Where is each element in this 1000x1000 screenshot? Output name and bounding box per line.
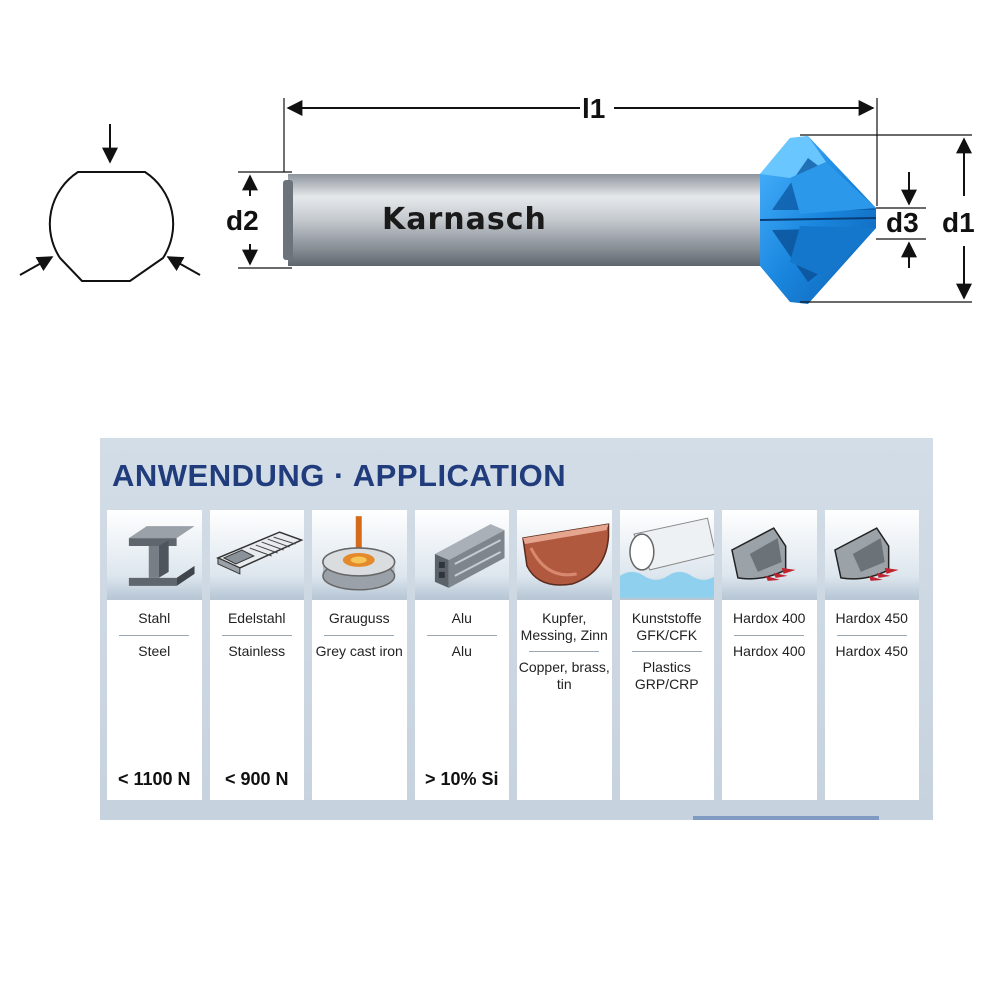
material-column-copper: Kupfer, Messing, Zinn Copper, brass, tin <box>517 510 612 800</box>
material-name-de: Hardox 450 <box>835 610 908 626</box>
material-name-de: Grauguss <box>328 610 390 626</box>
material-column-steel: Stahl Steel < 1100 N <box>107 510 202 800</box>
panel-accent-strip <box>693 816 879 820</box>
stainless-sink-icon <box>209 510 304 600</box>
material-limit: < 1100 N <box>117 769 191 789</box>
dim-label-l1: l1 <box>582 93 605 124</box>
countersink-technical-drawing: Karnasch l1 d2 d3 d <box>19 93 975 304</box>
material-name-de: Kunststoffe GFK/CFK <box>631 610 702 643</box>
material-name-en: Steel <box>138 643 171 659</box>
material-name-en: Plastics GRP/CRP <box>634 659 699 692</box>
material-name-en: Copper, brass, tin <box>518 659 610 692</box>
material-name-de: Kupfer, Messing, Zinn <box>520 610 608 643</box>
dimension-d3: d3 <box>876 172 926 268</box>
material-name-en: Hardox 400 <box>733 643 806 659</box>
steel-beam-icon <box>107 510 202 600</box>
material-columns: Stahl Steel < 1100 N Edelstahl <box>107 510 927 800</box>
material-name-de: Stahl <box>138 610 171 626</box>
dimension-d1: d1 <box>800 134 975 303</box>
excavator-bucket-icon <box>722 510 817 600</box>
dimension-d2: d2 <box>226 171 292 269</box>
countersink-head <box>759 136 877 304</box>
material-name-de: Hardox 400 <box>733 610 806 626</box>
material-name-en: Alu <box>451 643 472 659</box>
material-name-de: Edelstahl <box>227 610 286 626</box>
dimension-l1: l1 <box>283 93 878 206</box>
application-panel: ANWENDUNG · APPLICATION Stahl Steel < 11… <box>100 438 933 820</box>
dim-label-d2: d2 <box>226 205 259 236</box>
material-limit: < 900 N <box>224 769 289 789</box>
dim-label-d1: d1 <box>942 207 975 238</box>
material-name-en: Stainless <box>228 643 286 659</box>
material-column-stainless: Edelstahl Stainless < 900 N <box>209 510 304 800</box>
aluminium-profile-icon <box>414 510 509 600</box>
material-column-hardox-450: Hardox 450 Hardox 450 <box>824 510 919 800</box>
material-column-alu: Alu Alu > 10% Si <box>414 510 509 800</box>
dim-label-d3: d3 <box>886 207 919 238</box>
excavator-bucket-icon <box>824 510 919 600</box>
plastic-pipe-icon <box>619 510 714 600</box>
brand-logo: Karnasch <box>382 202 547 237</box>
material-name-de: Alu <box>451 610 472 626</box>
material-column-hardox-400: Hardox 400 Hardox 400 <box>722 510 817 800</box>
shank-cross-section <box>19 124 201 282</box>
material-name-en: Hardox 450 <box>835 643 908 659</box>
material-column-grey-cast-iron: Grauguss Grey cast iron <box>312 510 407 800</box>
tool-shank: Karnasch <box>283 174 760 266</box>
application-title: ANWENDUNG · APPLICATION <box>112 458 567 493</box>
copper-gutter-icon <box>517 510 612 600</box>
material-column-plastics: Kunststoffe GFK/CFK Plastics GRP/CRP <box>619 510 714 800</box>
cast-iron-icon <box>312 510 407 600</box>
material-limit: > 10% Si <box>424 769 499 789</box>
material-name-en: Grey cast iron <box>315 643 403 659</box>
